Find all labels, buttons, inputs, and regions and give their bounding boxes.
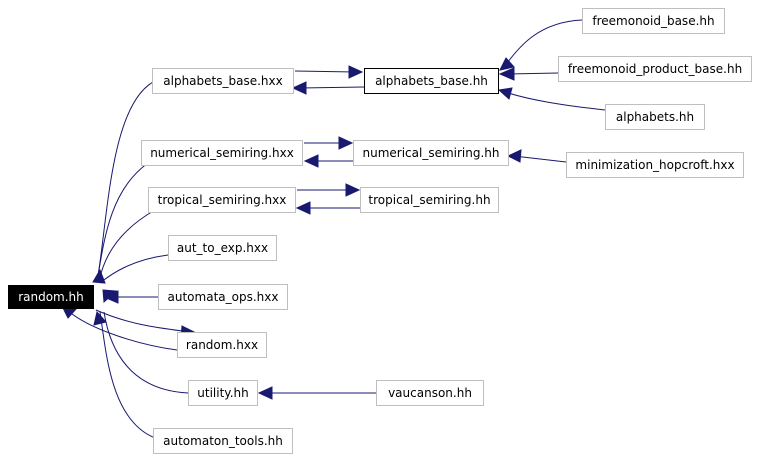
node-numerical-semiring-hxx[interactable]: numerical_semiring.hxx bbox=[141, 140, 303, 166]
arrowhead-alphabets-base-low bbox=[497, 87, 513, 100]
node-aut-to-exp-hxx[interactable]: aut_to_exp.hxx bbox=[168, 235, 277, 261]
arrowhead-random-5 bbox=[93, 310, 107, 326]
edge-tropical-semiring-hxx-to-random bbox=[98, 209, 156, 283]
node-tropical-semiring-hxx[interactable]: tropical_semiring.hxx bbox=[148, 187, 296, 213]
node-numerical-semiring-hh[interactable]: numerical_semiring.hh bbox=[353, 140, 509, 166]
edge-alphabets-to-alphabets-base bbox=[504, 91, 606, 111]
node-vaucanson-hh[interactable]: vaucanson.hh bbox=[376, 380, 484, 406]
node-automaton-tools-hh[interactable]: automaton_tools.hh bbox=[153, 428, 293, 454]
arrowhead-numerical-semiring-hxx bbox=[303, 154, 319, 168]
arrowhead-numerical-semiring-hh bbox=[338, 136, 354, 150]
edge-automaton-tools-to-random bbox=[99, 311, 156, 439]
arrowhead-tropical-semiring-hxx bbox=[295, 201, 311, 215]
arrowhead-alphabets-base-hh bbox=[348, 65, 364, 79]
edge-alphabets-base-hh-to-hxx bbox=[299, 86, 365, 89]
edge-alphabets-base-hxx-to-random bbox=[96, 79, 158, 283]
edge-numerical-semiring-hxx-to-random bbox=[96, 162, 149, 283]
node-utility-hh[interactable]: utility.hh bbox=[188, 380, 258, 406]
edge-utility-to-random bbox=[103, 311, 189, 394]
edge-random-to-random-hxx bbox=[95, 309, 191, 333]
node-alphabets-hh[interactable]: alphabets.hh bbox=[605, 104, 705, 130]
arrowhead-alphabets-base-hxx bbox=[291, 81, 307, 95]
arrowhead-random-1 bbox=[92, 268, 106, 284]
arrowhead-utility bbox=[257, 386, 273, 400]
edge-random-hxx-to-random bbox=[66, 309, 178, 351]
edge-hxx-to-alphabets-base-hh bbox=[294, 70, 356, 73]
node-freemonoid-product-base-hh[interactable]: freemonoid_product_base.hh bbox=[558, 56, 752, 82]
node-alphabets-base-hxx[interactable]: alphabets_base.hxx bbox=[152, 68, 294, 94]
node-alphabets-base-hh[interactable]: alphabets_base.hh bbox=[364, 68, 499, 94]
node-minimization-hopcroft-hxx[interactable]: minimization_hopcroft.hxx bbox=[566, 152, 744, 178]
arrowhead-numerical-semiring-right bbox=[506, 149, 522, 163]
arrowhead-tropical-semiring-hh bbox=[345, 183, 361, 197]
edge-freemonoid-base-to-alphabets-base bbox=[504, 19, 583, 67]
edge-minimization-to-numerical-semiring bbox=[513, 155, 567, 163]
edge-freemonoid-product-to-alphabets-base bbox=[506, 72, 559, 75]
node-tropical-semiring-hh[interactable]: tropical_semiring.hh bbox=[360, 187, 499, 213]
node-random-hh[interactable]: random.hh bbox=[8, 285, 94, 309]
node-automata-ops-hxx[interactable]: automata_ops.hxx bbox=[158, 284, 288, 310]
node-random-hxx[interactable]: random.hxx bbox=[177, 332, 267, 358]
node-freemonoid-base-hh[interactable]: freemonoid_base.hh bbox=[582, 8, 725, 34]
arrowhead-alphabets-base-mid bbox=[498, 67, 515, 81]
edge-aut-to-exp-to-random bbox=[99, 254, 169, 284]
arrowhead-random-3 bbox=[102, 290, 119, 304]
arrowhead-alphabets-base-top bbox=[499, 57, 515, 71]
